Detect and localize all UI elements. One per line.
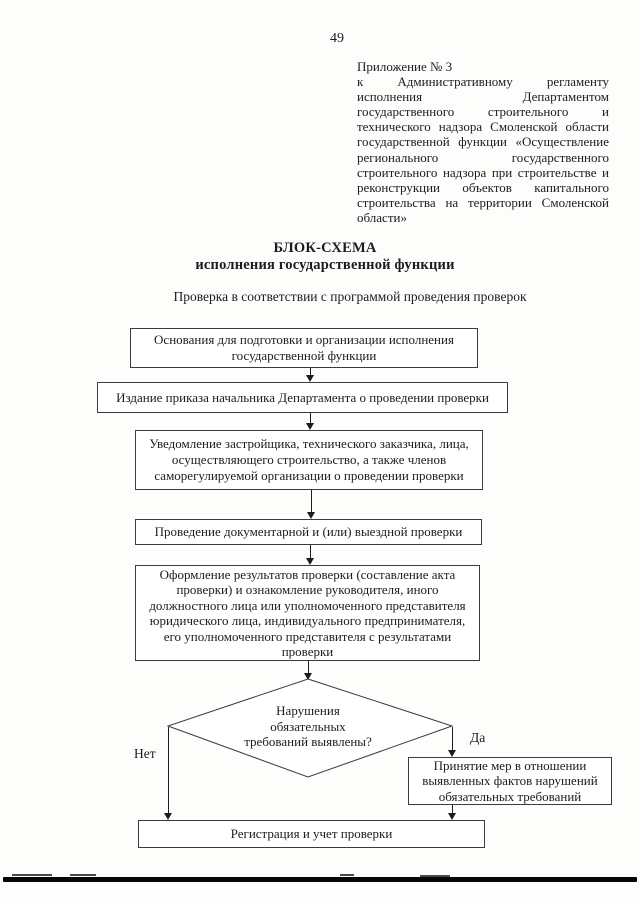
page-number: 49 bbox=[330, 31, 344, 46]
title-line-1: БЛОК-СХЕМА bbox=[273, 240, 377, 256]
flow-box-register: Регистрация и учет проверки bbox=[138, 820, 485, 848]
title-line-2: исполнения государственной функции bbox=[195, 257, 455, 273]
appendix-line: государственной функции «Осуществление bbox=[357, 134, 609, 150]
arrow-down-icon bbox=[306, 558, 314, 565]
flow-box-results: Оформление результатов проверки (составл… bbox=[135, 565, 480, 661]
connector-line-no-branch bbox=[168, 727, 169, 813]
appendix-line: Приложение № 3 bbox=[357, 59, 453, 74]
arrow-down-icon bbox=[304, 673, 312, 680]
flow-box-notice: Уведомление застройщика, технического за… bbox=[135, 430, 483, 490]
arrow-down-icon bbox=[448, 750, 456, 757]
appendix-line: строительного надзора при строительстве … bbox=[357, 164, 609, 180]
connector-line bbox=[311, 490, 312, 512]
connector-line bbox=[310, 545, 311, 558]
scan-artifact-bar bbox=[3, 877, 637, 882]
appendix-line: государственного строительного и bbox=[357, 104, 609, 120]
connector-line bbox=[310, 413, 311, 423]
flow-box-measures: Принятие мер в отношении выявленных факт… bbox=[408, 757, 612, 805]
appendix-line: строительства на территории Смоленской bbox=[357, 194, 609, 210]
connector-line bbox=[308, 661, 309, 673]
appendix-line: к Административному регламенту bbox=[357, 74, 609, 90]
scan-speckle bbox=[340, 874, 354, 876]
arrow-down-icon bbox=[306, 375, 314, 382]
arrow-down-icon bbox=[164, 813, 172, 820]
arrow-down-icon bbox=[448, 813, 456, 820]
scan-speckle bbox=[420, 875, 450, 877]
appendix-line: области» bbox=[357, 209, 407, 225]
connector-line bbox=[310, 368, 311, 375]
document-subtitle: Проверка в соответствии с программой про… bbox=[173, 289, 527, 304]
appendix-line: исполнения Департаментом bbox=[357, 89, 609, 105]
connector-line-yes-branch bbox=[452, 727, 453, 750]
arrow-down-icon bbox=[307, 512, 315, 519]
appendix-block: Приложение № 3 к Административному регла… bbox=[357, 59, 609, 225]
scan-speckle bbox=[12, 874, 52, 876]
flow-box-conduct: Проведение документарной и (или) выездно… bbox=[135, 519, 482, 545]
appendix-line: реконструкции объектов капитального bbox=[357, 179, 609, 195]
arrow-down-icon bbox=[306, 423, 314, 430]
flow-box-grounds: Основания для подготовки и организации и… bbox=[130, 328, 478, 368]
connector-line bbox=[452, 805, 453, 813]
appendix-line: технического надзора Смоленской области bbox=[357, 119, 609, 135]
decision-question: Нарушения обязательных требований выявле… bbox=[244, 703, 372, 749]
branch-label-no: Нет bbox=[134, 746, 156, 761]
branch-label-yes: Да bbox=[470, 730, 486, 745]
scan-speckle bbox=[70, 874, 96, 876]
decision-diamond bbox=[166, 678, 454, 778]
flow-box-order: Издание приказа начальника Департамента … bbox=[97, 382, 508, 413]
appendix-line: регионального государственного bbox=[357, 149, 609, 165]
document-title: БЛОК-СХЕМА исполнения государственной фу… bbox=[105, 240, 545, 274]
